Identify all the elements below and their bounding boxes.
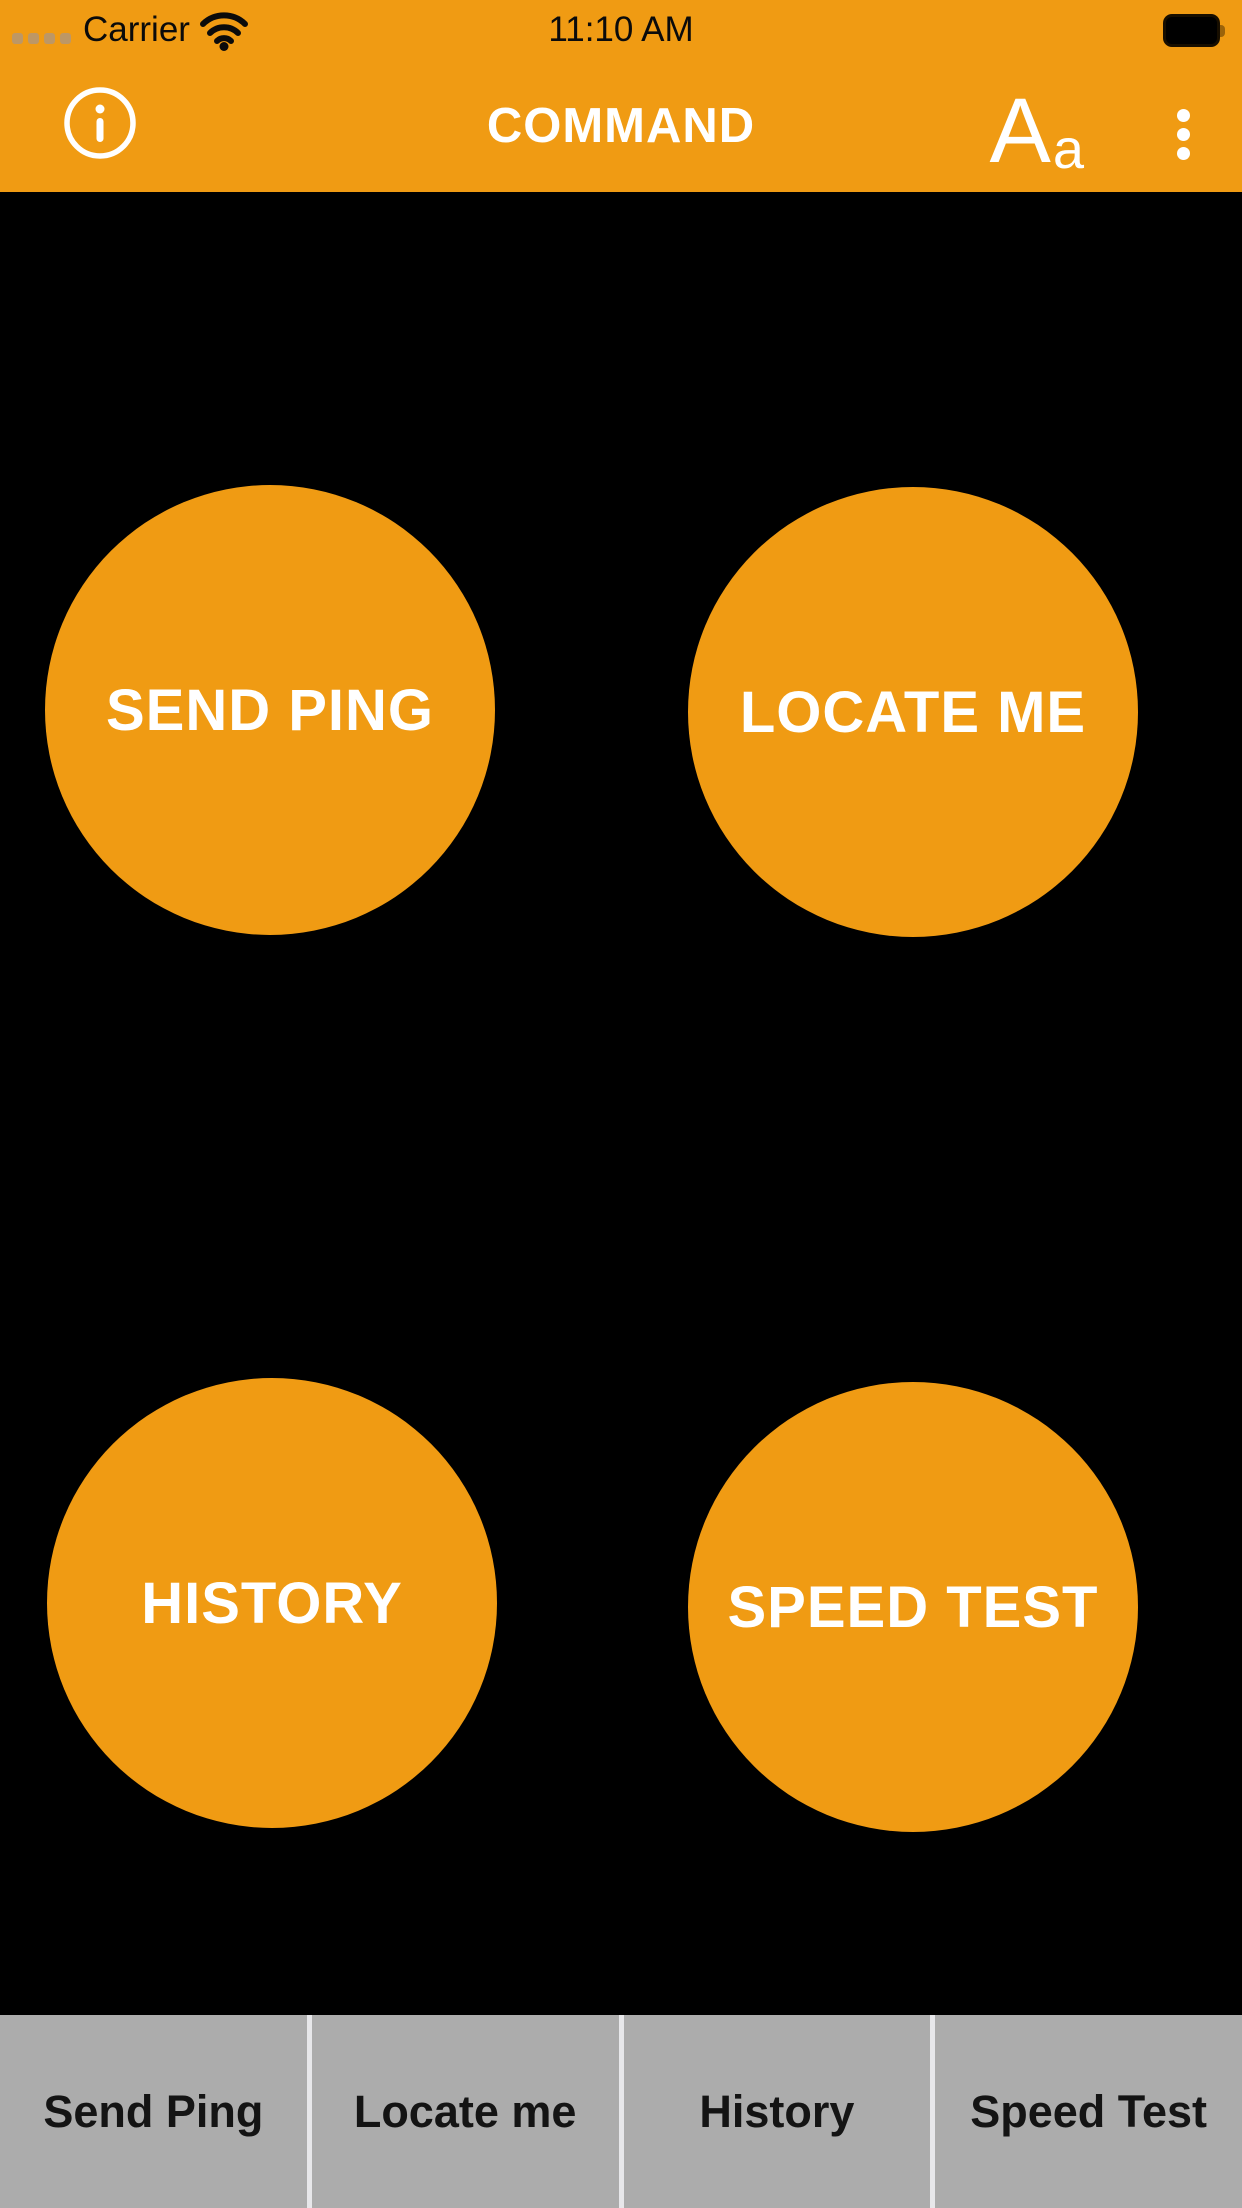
history-button[interactable]: HISTORY bbox=[47, 1378, 497, 1828]
send-ping-label: SEND PING bbox=[105, 677, 435, 743]
tab-bar: Send Ping Locate me History Speed Test bbox=[0, 2015, 1242, 2208]
locate-me-label: LOCATE ME bbox=[739, 679, 1087, 745]
signal-strength-icon bbox=[12, 32, 71, 44]
font-size-icon: A bbox=[989, 80, 1051, 182]
kebab-menu-icon bbox=[1177, 109, 1190, 122]
tab-locate-me[interactable]: Locate me bbox=[311, 2015, 619, 2208]
info-button[interactable] bbox=[62, 85, 138, 161]
speed-test-label: SPEED TEST bbox=[727, 1574, 1099, 1640]
tab-send-ping[interactable]: Send Ping bbox=[0, 2015, 307, 2208]
send-ping-button[interactable]: SEND PING bbox=[45, 485, 495, 935]
overflow-menu-button[interactable] bbox=[1173, 105, 1194, 164]
carrier-label: Carrier bbox=[83, 10, 190, 49]
tab-history[interactable]: History bbox=[623, 2015, 931, 2208]
tab-speed-test[interactable]: Speed Test bbox=[935, 2015, 1242, 2208]
carrier-cluster: Carrier bbox=[12, 0, 248, 60]
main-content: SEND PING LOCATE ME HISTORY SPEED TEST bbox=[0, 192, 1242, 2015]
status-bar: Carrier 11:10 AM bbox=[0, 0, 1242, 60]
info-icon bbox=[64, 87, 136, 159]
nav-bar: COMMAND A a bbox=[0, 60, 1242, 192]
battery-icon bbox=[1163, 14, 1225, 47]
font-size-button[interactable]: A a bbox=[989, 80, 1084, 182]
history-label: HISTORY bbox=[141, 1570, 403, 1636]
wifi-icon bbox=[199, 12, 248, 51]
speed-test-button[interactable]: SPEED TEST bbox=[688, 1382, 1138, 1832]
locate-me-button[interactable]: LOCATE ME bbox=[688, 487, 1138, 937]
